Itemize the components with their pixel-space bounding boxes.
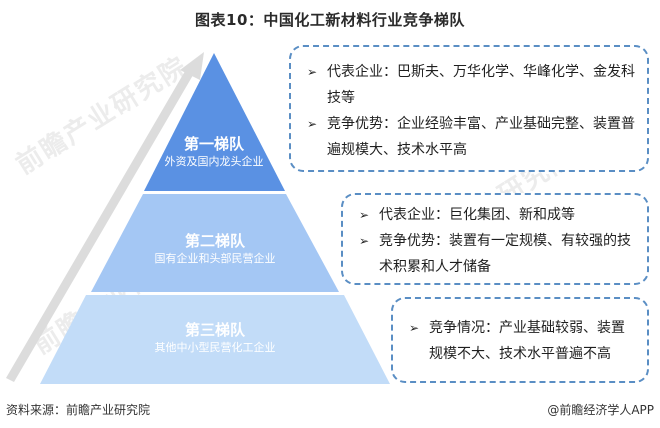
bullet-arrow-icon: ➢ <box>409 321 420 335</box>
bullet-item: ➢ 代表企业：巴斯夫、万华化学、华峰化学、金发科技等 <box>307 59 637 111</box>
tier-2-name: 第二梯队 <box>184 232 245 250</box>
bullet-text: 代表企业：巨化集团、新和成等 <box>379 207 575 223</box>
bullet-arrow-icon: ➢ <box>307 117 318 131</box>
bullet-item: ➢ 竞争优势：装置有一定规模、有较强的技术积累和人才储备 <box>359 228 637 280</box>
pyramid-tier-1 <box>144 53 285 191</box>
tier-3-label: 第三梯队 其他中小型民营化工企业 <box>115 321 315 355</box>
source-note: 资料来源：前瞻产业研究院 <box>6 403 151 417</box>
tier-1-desc: 外资及国内龙头企业 <box>164 155 264 168</box>
tier-1-name: 第一梯队 <box>183 135 244 153</box>
credit-note: @前瞻经济学人APP <box>547 403 654 417</box>
bullet-arrow-icon: ➢ <box>307 65 318 79</box>
tier-2-desc: 国有企业和头部民营企业 <box>154 252 276 265</box>
bullet-text: 竞争优势：企业经验丰富、产业基础完整、装置普遍规模大、技术水平高 <box>327 116 635 158</box>
bullet-text: 竞争优势：装置有一定规模、有较强的技术积累和人才储备 <box>379 233 631 275</box>
pyramid-tier-3 <box>40 295 390 384</box>
tier-3-info-box: ➢ 竞争情况：产业基础较弱、装置规模不大、技术水平普遍不高 <box>391 297 649 383</box>
tier-1-label: 第一梯队 外资及国内龙头企业 <box>144 135 284 169</box>
bullet-text: 竞争情况：产业基础较弱、装置规模不大、技术水平普遍不高 <box>429 320 625 362</box>
tier-3-desc: 其他中小型民营化工企业 <box>154 341 276 354</box>
tier-2-label: 第二梯队 国有企业和头部民营企业 <box>115 232 315 266</box>
bullet-item: ➢ 代表企业：巨化集团、新和成等 <box>359 202 637 228</box>
rising-arrow-icon <box>6 52 204 382</box>
bullet-item: ➢ 竞争优势：企业经验丰富、产业基础完整、装置普遍规模大、技术水平高 <box>307 111 637 163</box>
tier-2-info-box: ➢ 代表企业：巨化集团、新和成等 ➢ 竞争优势：装置有一定规模、有较强的技术积累… <box>341 193 649 285</box>
chart-title: 图表10：中国化工新材料行业竞争梯队 <box>195 11 465 29</box>
bullet-text: 代表企业：巴斯夫、万华化学、华峰化学、金发科技等 <box>327 64 635 106</box>
tier-1-info-box: ➢ 代表企业：巴斯夫、万华化学、华峰化学、金发科技等 ➢ 竞争优势：企业经验丰富… <box>289 45 649 172</box>
pyramid-tier-2 <box>91 194 339 292</box>
bullet-arrow-icon: ➢ <box>359 208 370 222</box>
bullet-arrow-icon: ➢ <box>359 234 370 248</box>
bullet-item: ➢ 竞争情况：产业基础较弱、装置规模不大、技术水平普遍不高 <box>409 315 637 367</box>
tier-3-name: 第三梯队 <box>184 321 245 339</box>
